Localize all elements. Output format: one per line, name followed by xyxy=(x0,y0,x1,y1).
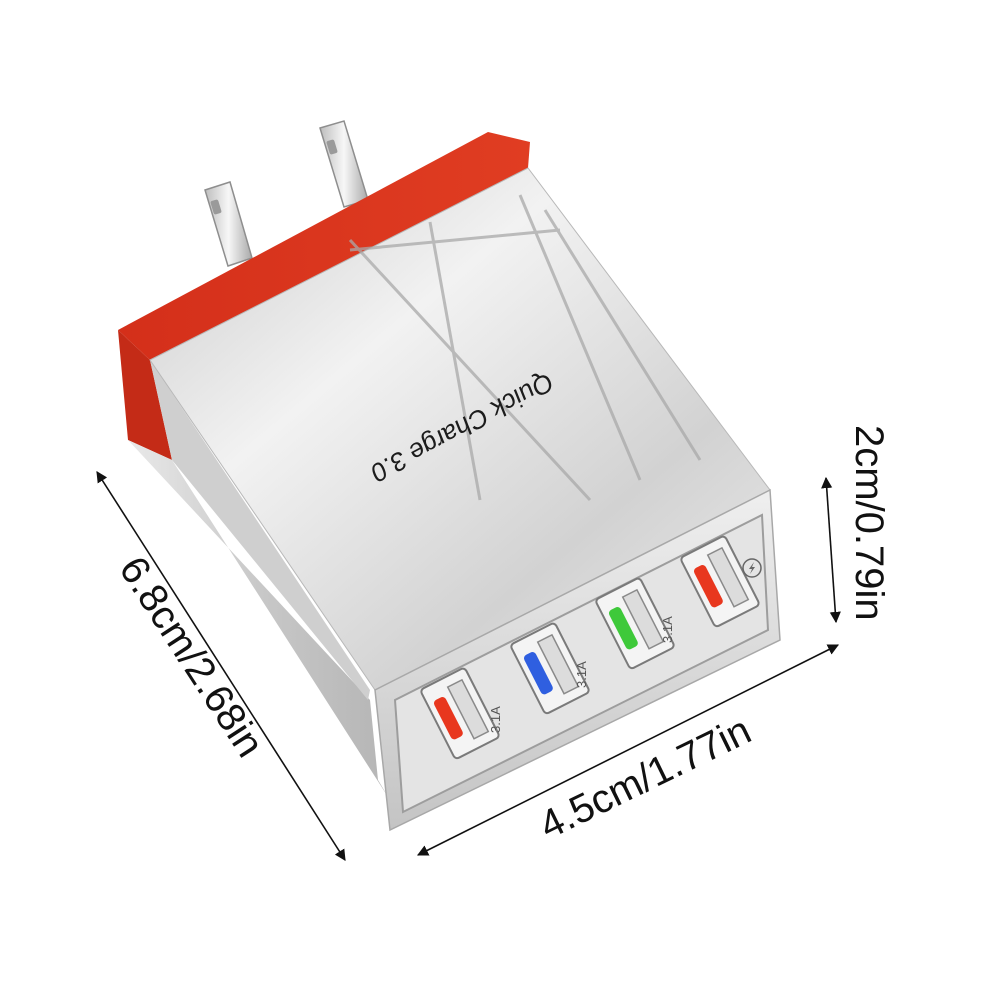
decorative-stripes xyxy=(348,194,702,502)
length-dimension-line xyxy=(96,471,346,861)
usb-port-4 xyxy=(680,535,760,628)
port-label-1: 3.1A xyxy=(488,706,503,733)
red-cap-side xyxy=(118,330,172,460)
port-indicator xyxy=(693,565,723,608)
plug-prongs xyxy=(204,120,369,267)
length-dimension-label: 6.8cm/2.68in xyxy=(110,549,272,765)
red-cap-top xyxy=(118,132,530,360)
prong-right xyxy=(319,120,369,208)
height-dimension-label: 2cm/0.79in xyxy=(847,425,891,621)
port-label-2: 3.1A xyxy=(574,661,589,688)
port-label-3: 3.1A xyxy=(660,616,675,643)
port-indicator xyxy=(608,607,638,650)
lightning-icon xyxy=(742,558,762,578)
height-dimension-line xyxy=(821,476,841,624)
width-dimension-line xyxy=(416,644,840,856)
prong-left xyxy=(204,181,253,267)
